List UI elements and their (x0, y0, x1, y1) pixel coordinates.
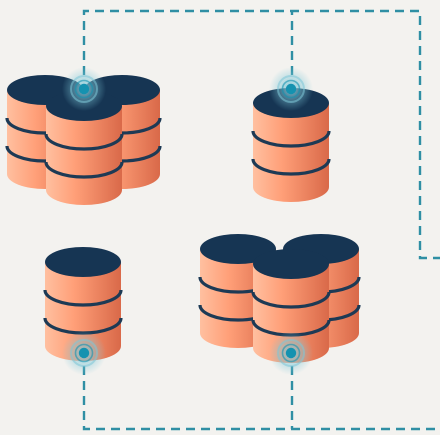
database-cluster-bottom-right (198, 234, 361, 363)
connector-bottom-left-to-bottom-right (82, 366, 440, 431)
connection-node-top-right (269, 67, 313, 111)
node-dot (285, 83, 297, 95)
database-icon (251, 249, 331, 363)
disk-separator (251, 158, 331, 176)
disk-separator (43, 289, 123, 307)
database-clusters (5, 75, 361, 363)
connection-node-bottom-right (269, 331, 313, 375)
disk-separator (44, 161, 124, 179)
node-ring-inner (281, 343, 301, 363)
connection-node-bottom-left (62, 331, 106, 375)
node-dot (78, 347, 90, 359)
node-ring-inner (74, 343, 94, 363)
node-ring-inner (281, 79, 301, 99)
disk-body (45, 262, 121, 361)
connectors (82, 9, 440, 431)
node-ring (277, 75, 305, 103)
node-ring (70, 75, 98, 103)
disk-top (253, 249, 329, 279)
disk-top (45, 247, 121, 277)
disk-top (200, 234, 276, 264)
disk-body (253, 103, 329, 202)
disk-body (253, 264, 329, 363)
node-dot (78, 83, 90, 95)
disk-separator (251, 130, 331, 148)
node-dot (285, 347, 297, 359)
connection-node-top-left (62, 67, 106, 111)
connector-top-left-to-top-right (82, 9, 440, 260)
disk-body (46, 106, 122, 205)
disk-separator (44, 133, 124, 151)
connection-nodes (62, 67, 313, 375)
node-ring (277, 339, 305, 367)
node-ring (70, 339, 98, 367)
disk-separator (251, 291, 331, 309)
node-ring-inner (74, 79, 94, 99)
